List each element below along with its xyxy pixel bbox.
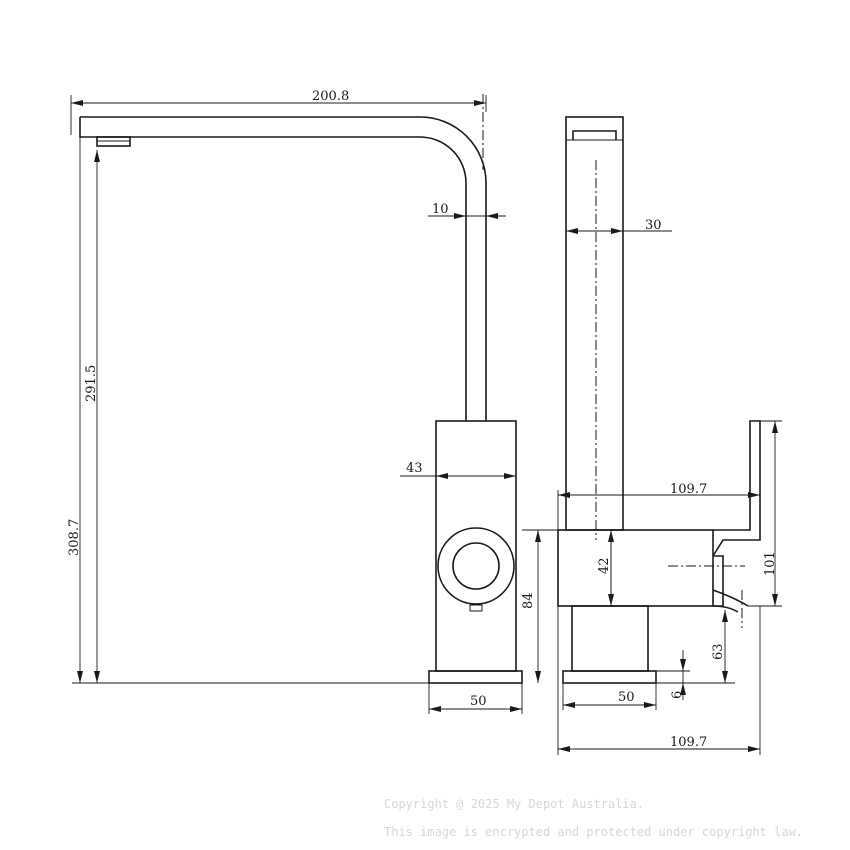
dim-base-side: 50: [618, 690, 635, 705]
base-plate-front: [428, 670, 523, 684]
dim-overall-depth: 109.7: [670, 735, 707, 750]
dim-overall-height: 308.7: [67, 519, 82, 556]
front-outlet: [469, 604, 483, 612]
side-spout-column: [565, 116, 624, 531]
dim-base-plate: 6: [670, 691, 685, 699]
dim-front-body: 84: [521, 592, 536, 609]
base-plate-side: [562, 670, 657, 684]
dim-outlet-height: 63: [711, 643, 726, 660]
tap-body: [435, 420, 517, 672]
side-body: [557, 529, 714, 607]
side-lever: [712, 420, 761, 557]
front-view: [72, 94, 523, 684]
dim-side-depth: 109.7: [670, 482, 707, 497]
handle-ring-inner: [452, 542, 500, 590]
dim-side-spout: 30: [645, 218, 662, 233]
dim-base-front: 50: [470, 694, 487, 709]
dim-body-width: 43: [406, 461, 423, 476]
dim-side-body: 42: [597, 557, 612, 574]
copyright-line: Copyright @ 2025 My Depot Australia.: [384, 797, 645, 811]
side-stem: [571, 605, 649, 672]
dim-handle-height: 101: [763, 551, 778, 576]
dim-spout-thickness: 10: [432, 202, 449, 217]
dim-spout-reach: 200.8: [312, 89, 349, 104]
dimension-lines: [70, 95, 782, 755]
dimension-labels: 200.8 10 291.5 308.7 43 50 30 109.7 42 8…: [67, 89, 778, 750]
dim-spout-height: 291.5: [84, 365, 99, 402]
handle-ring-outer: [437, 527, 515, 605]
copyright-notice: This image is encrypted and protected un…: [384, 825, 804, 839]
spout-outline: [79, 116, 487, 421]
side-view: [557, 116, 761, 684]
